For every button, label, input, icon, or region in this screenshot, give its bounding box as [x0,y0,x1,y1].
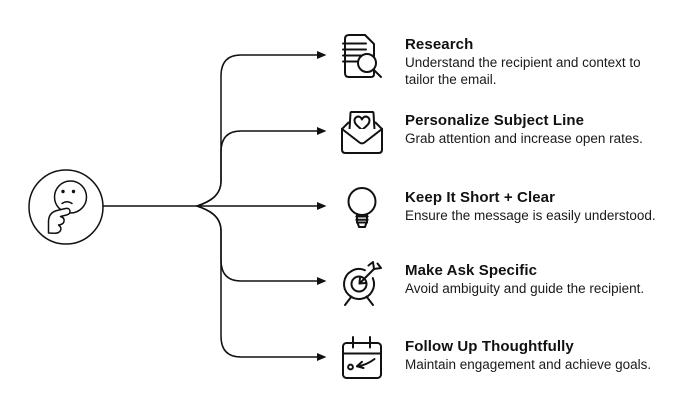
arrowheads [317,51,327,361]
step-title: Keep It Short + Clear [405,189,556,206]
step-item-research: Research Understand the recipient and co… [338,32,661,88]
step-description: Grab attention and increase open rates. [405,131,643,146]
envelope-heart-icon [341,111,383,154]
arrowhead-icon [317,202,327,210]
step-description: Maintain engagement and achieve goals. [405,357,652,372]
arrowhead-icon [317,127,327,135]
connector-lines [28,54,318,358]
arrowhead-icon [317,277,327,285]
calendar-arrow-icon [342,336,382,379]
thinking-face-icon [28,169,104,245]
step-item-personalize: Personalize Subject Line Grab attention … [338,108,661,156]
step-description: Ensure the message is easily understood. [405,208,656,223]
document-search-icon [342,34,382,78]
connector-down-1 [196,205,318,282]
step-title: Follow Up Thoughtfully [405,338,574,355]
step-title: Personalize Subject Line [405,112,585,129]
connector-down-2 [196,205,318,358]
connector-up-2 [196,130,318,207]
lightbulb-icon [347,187,377,228]
step-title: Make Ask Specific [405,262,538,279]
step-item-short-clear: Keep It Short + Clear Ensure the message… [338,185,661,233]
step-item-specific: Make Ask Specific Avoid ambiguity and gu… [338,258,661,306]
target-arrow-icon [343,261,382,306]
step-title: Research [405,36,474,53]
step-description: Understand the recipient and context to … [405,55,641,87]
arrowhead-icon [317,353,327,361]
arrowhead-icon [317,51,327,59]
step-description: Avoid ambiguity and guide the recipient. [405,281,645,296]
step-item-follow-up: Follow Up Thoughtfully Maintain engageme… [338,334,661,382]
